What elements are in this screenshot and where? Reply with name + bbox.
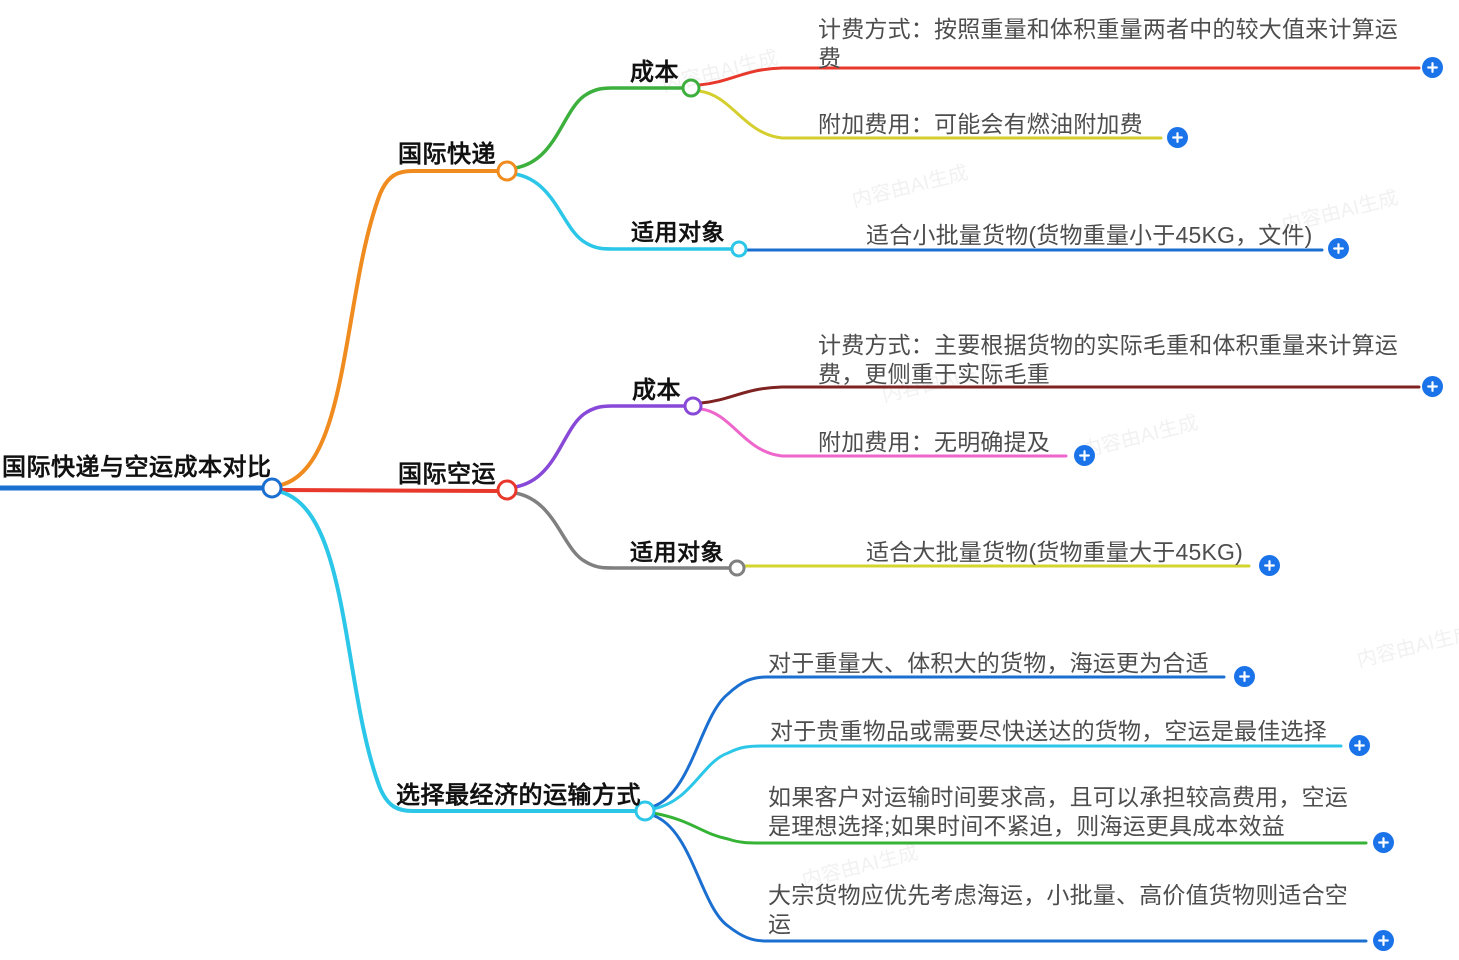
- branch-line-air-cost: [513, 404, 687, 489]
- air-surcharge-text[interactable]: 附加费用：无明确提及: [818, 429, 1050, 455]
- leaf-line-tip-3: [651, 811, 1368, 845]
- plus-icon: [1354, 740, 1365, 751]
- branch-line-economic-choice: [279, 490, 638, 813]
- add-child-button-air-surcharge[interactable]: [1074, 445, 1095, 466]
- add-child-button-express-target[interactable]: [1328, 238, 1349, 259]
- leaf-line-air-surcharge: [699, 407, 1068, 458]
- air-cost-label[interactable]: 成本: [632, 377, 681, 404]
- express-billing-text[interactable]: 计费方式：按照重量和体积重量两者中的较大值来计算运 费: [818, 16, 1398, 71]
- plus-icon: [1427, 381, 1438, 392]
- leaf-line-tip-4: [650, 813, 1368, 943]
- express-node-circle[interactable]: [496, 160, 518, 182]
- add-child-button-tip-3[interactable]: [1373, 832, 1394, 853]
- add-child-button-tip-4[interactable]: [1373, 930, 1394, 951]
- add-child-button-express-billing[interactable]: [1422, 57, 1443, 78]
- express-cost-label[interactable]: 成本: [630, 59, 679, 86]
- express-cost-node-circle[interactable]: [681, 78, 701, 98]
- air-billing-text[interactable]: 计费方式：主要根据货物的实际毛重和体积重量来计算运 费，更侧重于实际毛重: [818, 332, 1398, 387]
- air-target-node-circle[interactable]: [728, 559, 746, 577]
- plus-icon: [1079, 450, 1090, 461]
- branch-line-intl-express: [279, 169, 500, 487]
- economic-node-circle[interactable]: [634, 800, 656, 822]
- add-child-button-air-billing[interactable]: [1422, 376, 1443, 397]
- branch-line-air-target: [513, 491, 732, 570]
- plus-icon: [1333, 243, 1344, 254]
- plus-icon: [1239, 671, 1250, 682]
- plus-icon: [1264, 560, 1275, 571]
- economic-tip-4-text[interactable]: 大宗货物应优先考虑海运，小批量、高价值货物则适合空 运: [768, 882, 1348, 937]
- root-node-label[interactable]: 国际快递与空运成本对比: [2, 454, 272, 481]
- leaf-line-air-billing: [699, 385, 1421, 405]
- leaf-line-express-surcharge: [697, 89, 1163, 140]
- express-target-node-circle[interactable]: [730, 240, 748, 258]
- economic-node-label[interactable]: 选择最经济的运输方式: [396, 782, 641, 809]
- economic-tip-1-text[interactable]: 对于重量大、体积大的货物，海运更为合适: [768, 650, 1209, 676]
- air-target-label[interactable]: 适用对象: [630, 539, 724, 565]
- express-target-label[interactable]: 适用对象: [631, 219, 725, 245]
- add-child-button-tip-1[interactable]: [1234, 666, 1255, 687]
- root-node-circle[interactable]: [261, 477, 283, 499]
- plus-icon: [1172, 132, 1183, 143]
- air-target-desc-text[interactable]: 适合大批量货物(货物重量大于45KG): [866, 539, 1243, 565]
- express-target-desc-text[interactable]: 适合小批量货物(货物重量小于45KG，文件): [866, 222, 1313, 248]
- leaf-line-tip-2: [651, 744, 1343, 811]
- plus-icon: [1378, 837, 1389, 848]
- branch-line-express-target: [513, 172, 734, 251]
- plus-icon: [1427, 62, 1438, 73]
- add-child-button-tip-2[interactable]: [1349, 735, 1370, 756]
- airfreight-node-circle[interactable]: [496, 479, 518, 501]
- airfreight-node-label[interactable]: 国际空运: [398, 461, 496, 488]
- air-cost-node-circle[interactable]: [683, 396, 703, 416]
- economic-tip-3-text[interactable]: 如果客户对运输时间要求高，且可以承担较高费用，空运 是理想选择;如果时间不紧迫，…: [768, 784, 1348, 839]
- plus-icon: [1378, 935, 1389, 946]
- branch-line-intl-airfreight: [279, 488, 500, 493]
- economic-tip-2-text[interactable]: 对于贵重物品或需要尽快送达的货物，空运是最佳选择: [770, 718, 1327, 744]
- express-node-label[interactable]: 国际快递: [398, 141, 496, 168]
- leaf-line-express-billing: [697, 66, 1421, 87]
- express-surcharge-text[interactable]: 附加费用：可能会有燃油附加费: [818, 111, 1143, 137]
- add-child-button-air-target[interactable]: [1259, 555, 1280, 576]
- branch-line-express-cost: [513, 86, 684, 170]
- leaf-line-tip-1: [650, 675, 1226, 809]
- add-child-button-express-surcharge[interactable]: [1167, 127, 1188, 148]
